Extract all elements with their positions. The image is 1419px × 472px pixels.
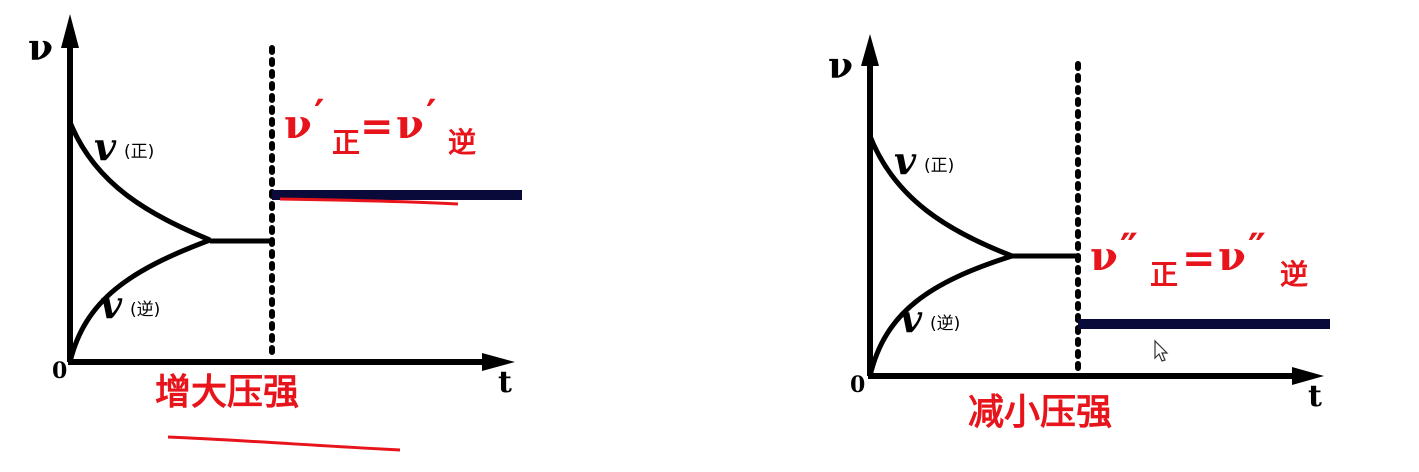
right-reverse-label: v [900,296,923,341]
right-forward-label: v [894,138,917,183]
svg-text:ν: ν [1090,233,1118,280]
svg-text:′: ′ [426,91,437,138]
left-forward-label: v [94,124,117,169]
svg-text:逆: 逆 [448,126,476,159]
svg-text:′: ′ [314,91,325,138]
svg-text:正: 正 [332,126,360,159]
svg-text:逆: 逆 [1280,258,1308,291]
left-caption: 增大压强 [155,372,299,413]
left-forward-rate-curve [67,121,211,243]
right-reverse-sub-label: (逆) [930,314,960,334]
svg-text:正: 正 [1150,258,1178,291]
left-x-axis-arrow [482,353,515,371]
left-panel: ν t 0 v (正) v (逆) ν ′ 正 = ν ′ 逆 增大压强 [28,14,522,452]
right-panel: ν t 0 v (正) v (逆) ν ″ 正 = ν ″ 逆 减小压强 [828,34,1330,433]
left-origin-label: 0 [52,358,67,384]
left-ink-underline-caption [167,435,401,452]
left-y-axis-arrow [61,14,79,48]
left-reverse-rate-curve [67,237,211,363]
left-reverse-sub-label: (逆) [130,300,160,320]
svg-text:ν: ν [396,101,424,148]
svg-text:″: ″ [1248,225,1266,272]
left-y-axis-label: ν [28,27,53,69]
right-y-axis-arrow [861,34,879,66]
right-y-axis-label: ν [828,45,853,87]
right-forward-rate-curve [867,135,1013,259]
svg-text:″: ″ [1120,225,1138,272]
left-equation: ν ′ 正 = ν ′ 逆 [284,91,476,159]
svg-text:ν: ν [1218,233,1246,280]
right-origin-label: 0 [850,372,865,398]
right-caption: 减小压强 [968,392,1112,433]
right-x-axis-label: t [1308,379,1322,414]
svg-text:=: = [360,104,394,150]
right-forward-sub-label: (正) [924,156,954,176]
right-equation: ν ″ 正 = ν ″ 逆 [1090,225,1308,291]
left-reverse-label: v [100,282,123,327]
left-forward-sub-label: (正) [124,142,154,162]
left-x-axis-label: t [498,365,512,400]
arrow-cursor-icon [1154,339,1169,362]
right-reverse-rate-curve [867,253,1013,377]
svg-text:ν: ν [284,101,312,148]
left-ink-underline-line [279,197,459,206]
svg-text:=: = [1182,236,1216,282]
right-x-axis-arrow [1292,367,1324,385]
